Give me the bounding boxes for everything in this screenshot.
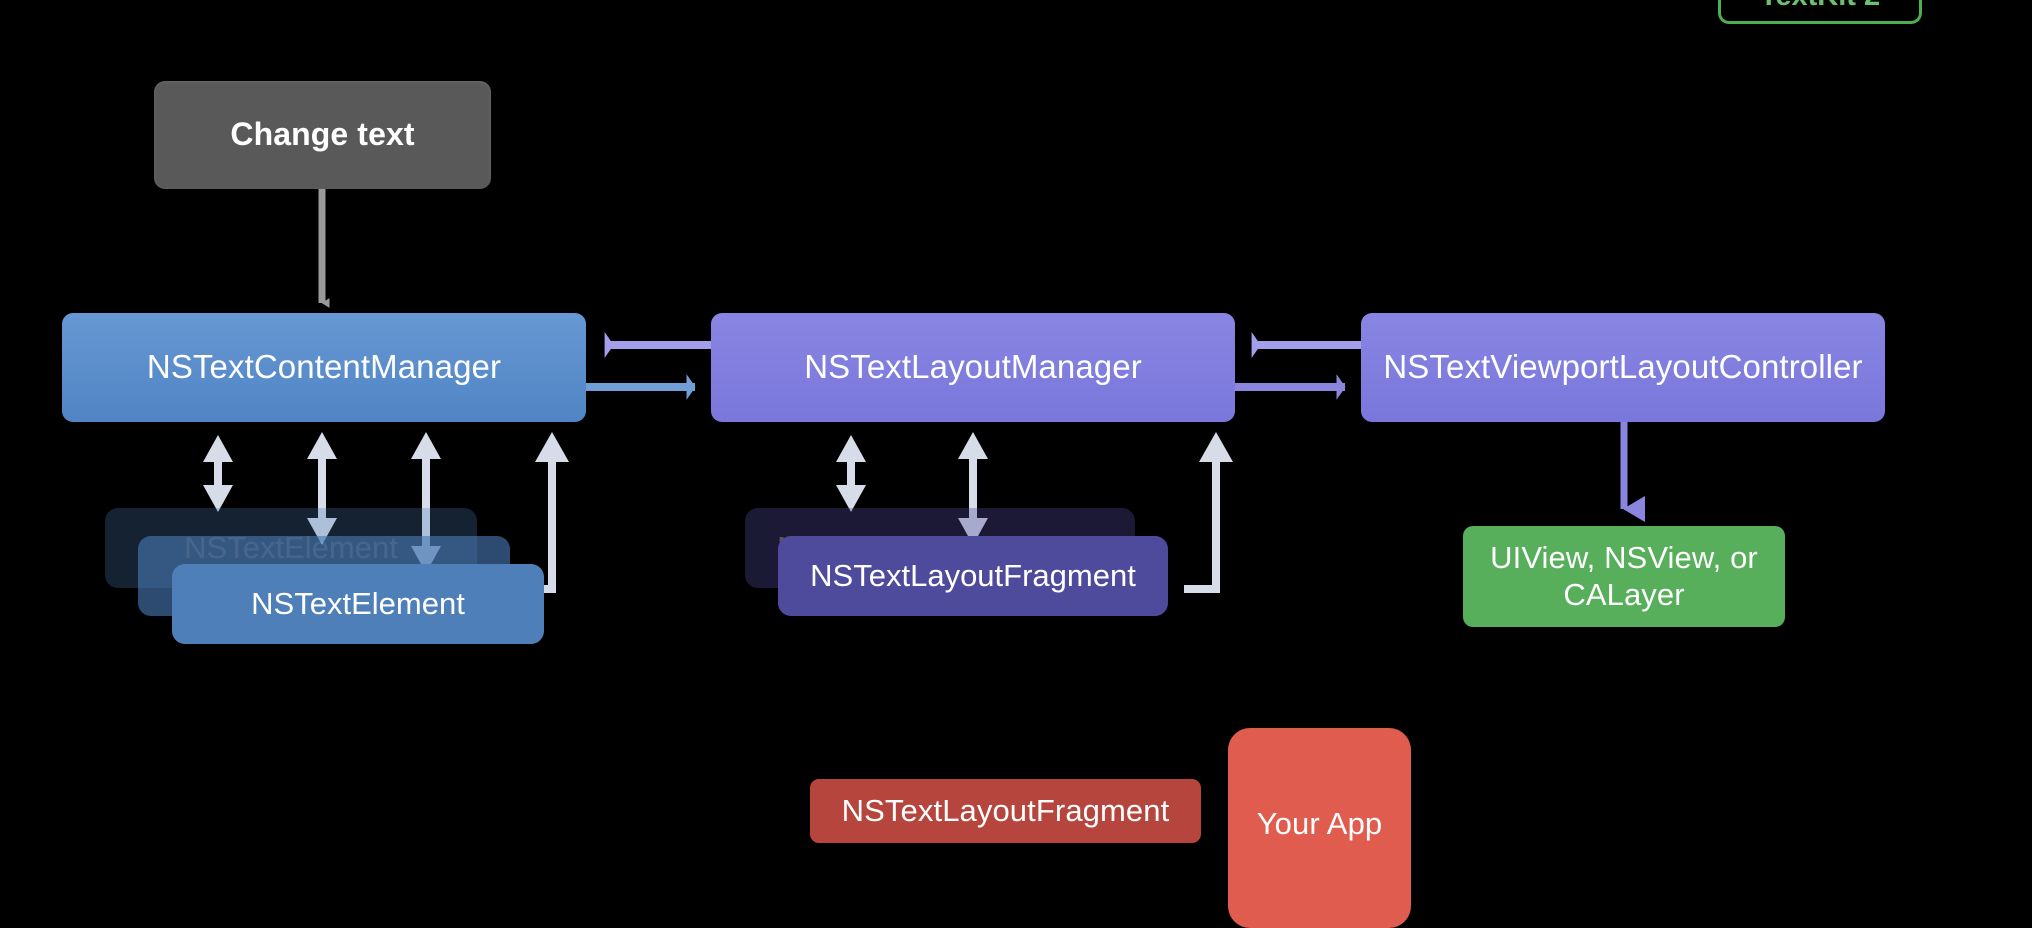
- node-uiview-line-2: CALayer: [1563, 576, 1685, 612]
- node-nstextviewportlayoutcontroller[interactable]: NSTextViewportLayoutController: [1361, 313, 1885, 422]
- node-nstextcontentmanager-label: NSTextContentManager: [146, 348, 502, 386]
- node-change-text[interactable]: Change text: [154, 81, 491, 189]
- textkit-2-badge-label: TextKit 2: [1760, 0, 1880, 13]
- node-nstextcontentmanager[interactable]: NSTextContentManager: [62, 313, 586, 422]
- node-nstextlayoutfragment-card-2-label: NSTextLayoutFragment: [810, 558, 1136, 593]
- node-red-nstextlayoutfragment-label: NSTextLayoutFragment: [841, 792, 1170, 828]
- node-your-app-label: Your App: [1256, 806, 1383, 841]
- connector-layout-manager-fragments-short: [836, 435, 866, 512]
- node-your-app[interactable]: Your App: [1228, 728, 1411, 928]
- node-uiview-line-1: UIView, NSView, or: [1490, 539, 1758, 575]
- node-nstextelement-card-3[interactable]: NSTextElement: [172, 564, 544, 644]
- connector-content-manager-elements-short: [203, 435, 233, 512]
- diagram-canvas: TextKit 2 Change text NSTextContentManag…: [62, 0, 1922, 928]
- node-nstextlayoutmanager[interactable]: NSTextLayoutManager: [711, 313, 1235, 422]
- node-change-text-label: Change text: [230, 116, 415, 153]
- node-nstextlayoutmanager-label: NSTextLayoutManager: [804, 348, 1142, 386]
- textkit-2-badge: TextKit 2: [1718, 0, 1922, 24]
- node-nstextlayoutfragment-card-2[interactable]: NSTextLayoutFragment: [778, 536, 1168, 616]
- connector-fragments-bracket-up: [1184, 432, 1233, 593]
- node-red-nstextlayoutfragment[interactable]: NSTextLayoutFragment: [810, 779, 1201, 843]
- node-uiview-nsview-calayer[interactable]: UIView, NSView, or CALayer: [1463, 526, 1785, 627]
- node-nstextviewportlayoutcontroller-label: NSTextViewportLayoutController: [1383, 348, 1863, 386]
- node-nstextelement-card-3-label: NSTextElement: [251, 586, 465, 621]
